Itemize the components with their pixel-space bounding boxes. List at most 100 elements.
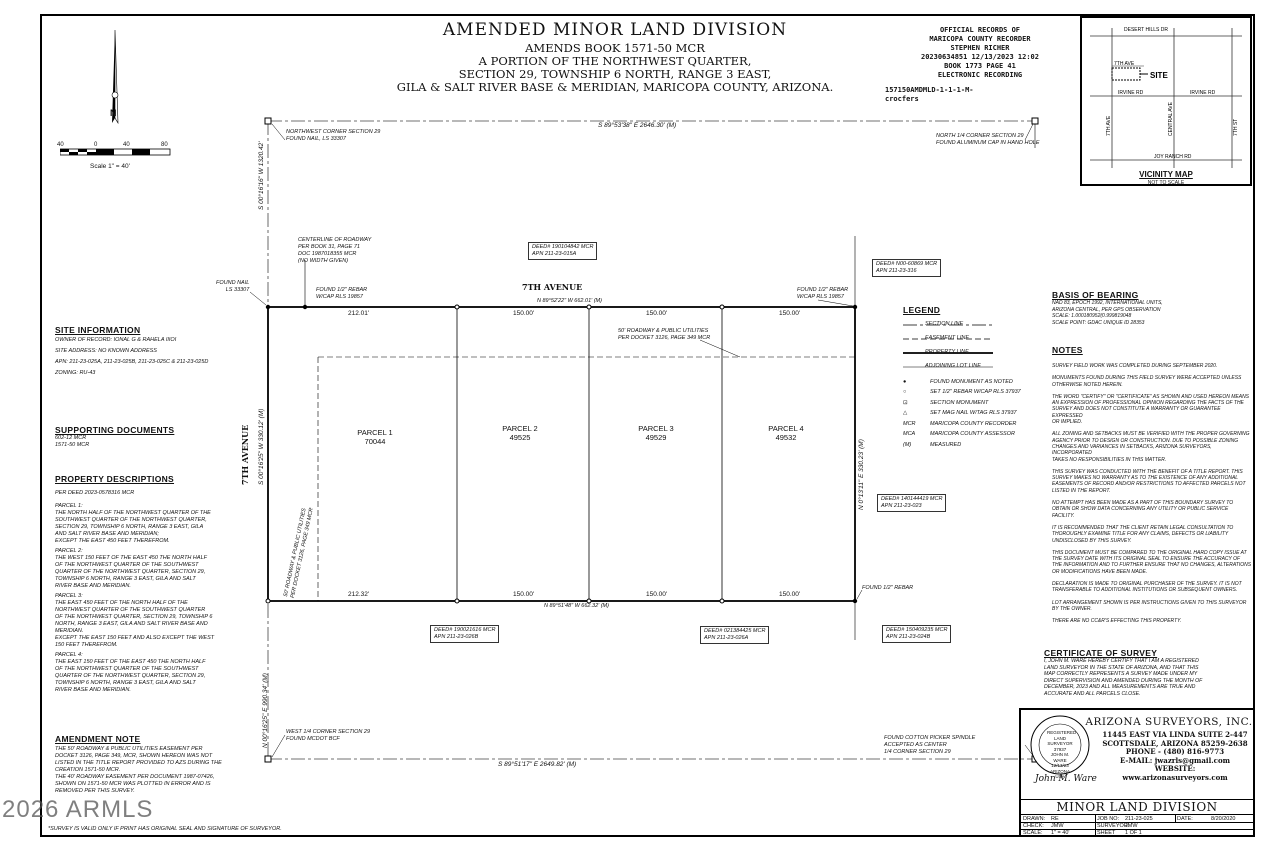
site-apn: APN: 211-23-025A, 211-23-025B, 211-23-02… xyxy=(55,359,209,365)
parcel-area: 70044 xyxy=(364,437,386,446)
surveyor-seal-text: REGISTERED LAND SURVEYOR 37937 JOHN M. W… xyxy=(1047,730,1077,779)
found-rebar-se-note: FOUND 1/2" REBAR xyxy=(862,585,914,591)
note-item: THIS SURVEY WAS CONDUCTED WITH THE BENEF… xyxy=(1052,468,1246,494)
basis-heading: BASIS OF BEARING xyxy=(1052,290,1139,300)
amendment-note: AMENDMENT NOTE THE 50' ROADWAY & PUBLIC … xyxy=(55,734,270,795)
deed-north-box: DEED# 190104842 MCR APN 211-23-015A xyxy=(528,242,598,260)
svg-text:7TH ST: 7TH ST xyxy=(1233,119,1239,136)
notes: NOTES SURVEY FIELD WORK WAS COMPLETED DU… xyxy=(1052,345,1252,625)
recorder-line: 157150AMDMLD-1-1-1-M- xyxy=(885,86,974,94)
job-label: JOB NO: xyxy=(1097,816,1120,822)
site-address: SITE ADDRESS: NO KNOWN ADDRESS xyxy=(55,348,157,354)
basis-of-bearing: BASIS OF BEARING NAD 83, EPOCH 1992, INT… xyxy=(1052,290,1252,326)
dim-bottom-parcel-3: 150.00' xyxy=(646,591,668,598)
svg-text:7TH AVE: 7TH AVE xyxy=(1114,61,1135,67)
parcel-name: PARCEL 2 xyxy=(502,424,538,433)
note-item: THIS DOCUMENT MUST BE COMPARED TO THE OR… xyxy=(1052,549,1252,575)
west-line-bearing-mid: S 00°16'25" W 330.12' (M) xyxy=(258,408,265,485)
dim-bottom-parcel-4: 150.00' xyxy=(779,591,801,598)
legend-symbol-text: SECTION MONUMENT xyxy=(930,399,989,406)
parcel-4-label: PARCEL 4 49532 xyxy=(751,424,821,442)
grid-rule xyxy=(1021,822,1253,823)
site-info-heading: SITE INFORMATION xyxy=(55,325,141,335)
watermark: 2026 ARMLS xyxy=(2,796,154,823)
vicinity-road-label: 7TH ST xyxy=(1233,119,1239,136)
certificate-heading: CERTIFICATE OF SURVEY xyxy=(1044,648,1158,658)
vicinity-map: DESERT HILLS DR 7TH AVE SITE IRVINE RD I… xyxy=(1080,16,1252,186)
svg-text:CENTRAL AVE: CENTRAL AVE xyxy=(1168,101,1174,136)
south-property-bearing: N 89°51'48" W 662.32' (M) xyxy=(544,603,609,609)
scale-bar-icon xyxy=(60,148,171,156)
note-item: DECLARATION IS MADE TO ORIGINAL PURCHASE… xyxy=(1052,581,1242,594)
company-contact: 11445 EAST VIA LINDA SUITE 2-447 SCOTTSD… xyxy=(1097,730,1253,782)
legend-symbol-row: ○ SET 1/2" REBAR W/CAP RLS 37937 xyxy=(903,388,1043,399)
date-label: DATE: xyxy=(1177,816,1193,822)
svg-text:DESERT HILLS DR: DESERT HILLS DR xyxy=(1124,27,1168,33)
legend-symbol-text: MARICOPA COUNTY ASSESSOR xyxy=(930,431,1015,438)
parcel-name: PARCEL 3 xyxy=(638,424,674,433)
parcel-area: 49525 xyxy=(509,433,531,442)
street-label: 7TH AVENUE xyxy=(522,282,583,292)
surveyor-seal-icon xyxy=(1030,715,1090,775)
scale-tick: 40 xyxy=(123,142,130,148)
vicinity-subtitle: NOT TO SCALE xyxy=(1147,180,1185,186)
roadway-easement-note: 50' ROADWAY & PUBLIC UTILITIES PER DOCKE… xyxy=(618,328,711,341)
found-monument-icon: ● xyxy=(903,378,907,385)
parcel-2-description: PARCEL 2: THE WEST 150 FEET OF THE EAST … xyxy=(55,548,207,589)
legend-abbrev: (M) xyxy=(903,441,912,448)
found-rebar-west-note: FOUND 1/2" REBAR W/CAP RLS 19857 xyxy=(316,287,368,300)
deed-northeast-box: DEED# N00-60869 MCR APN 211-23-316 xyxy=(872,259,942,277)
north-arrow-scale xyxy=(60,29,171,156)
west-quarter-corner-note: WEST 1/4 CORNER SECTION 29 FOUND MCDOT B… xyxy=(286,729,371,742)
scale-value-tb: 1" = 40' xyxy=(1051,830,1070,836)
legend-symbol-row: ⊡ SECTION MONUMENT xyxy=(903,398,1043,409)
svg-text:IRVINE RD: IRVINE RD xyxy=(1190,90,1216,96)
bottom-section-bearing: S 89°51'17" E 2649.82' (M) xyxy=(498,761,577,768)
dim-bottom-parcel-2: 150.00' xyxy=(513,591,535,598)
site-zoning: ZONING: RU-43 xyxy=(55,370,96,376)
note-item: ALL ZONING AND SETBACKS MUST BE VERIFIED… xyxy=(1052,431,1250,463)
vicinity-title: VICINITY MAP xyxy=(1139,170,1193,179)
parcel-area: 49529 xyxy=(645,433,667,442)
legend-line-label: SECTION LINE xyxy=(925,321,964,327)
property-descriptions: PROPERTY DESCRIPTIONS PER DEED 2023-0578… xyxy=(55,474,260,694)
deed-south-1-box: DEED# 190021616 MCR APN 211-23-026B xyxy=(430,625,500,643)
supporting-line: 602-12 MCR xyxy=(55,435,87,441)
scale-tick: 40 xyxy=(57,142,64,148)
recorder-line: 20230634851 12/13/2023 12:02 xyxy=(920,53,1039,61)
set-rebar-icon: ○ xyxy=(903,389,907,396)
note-item: LOT ARRANGEMENT SHOWN IS PER INSTRUCTION… xyxy=(1052,599,1247,612)
title-block-grid: DRAWN: RE JOB NO: 211-23-025 DATE: 8/20/… xyxy=(1021,814,1253,836)
legend-symbols: ● FOUND MONUMENT AS NOTED ○ SET 1/2" REB… xyxy=(903,377,1043,451)
property-deed: PER DEED 2023-0578316 MCR xyxy=(55,490,135,496)
svg-text:SITE: SITE xyxy=(1150,71,1168,80)
certificate-body: I, JOHN M. WARE HEREBY CERTIFY THAT I AM… xyxy=(1044,658,1203,697)
legend-symbol-row: △ SET MAG NAIL W/TAG RLS 37937 xyxy=(903,409,1043,420)
found-rebar-east-note: FOUND 1/2" REBAR W/CAP RLS 19857 xyxy=(797,287,849,300)
company-address-2: SCOTTSDALE, ARIZONA 85259-2638 xyxy=(1102,738,1248,748)
parcel-area: 49532 xyxy=(775,433,797,442)
section-monument-icon: ⊡ xyxy=(903,399,908,406)
vicinity-road-label: 7TH AVE xyxy=(1114,61,1135,67)
centerline-note: CENTERLINE OF ROADWAY PER BOOK 31, PAGE … xyxy=(298,237,372,264)
company-address-1: 11445 EAST VIA LINDA SUITE 2-447 xyxy=(1102,730,1248,739)
surveyor-label: SURVEYOR: xyxy=(1097,823,1130,829)
supporting-documents: SUPPORTING DOCUMENTS 602-12 MCR 1571-50 … xyxy=(55,425,255,449)
sheet-border xyxy=(40,14,1255,837)
drawn-value: RE xyxy=(1051,816,1059,822)
company-email: E-MAIL: jwazrls@gmail.com xyxy=(1119,755,1231,765)
drawn-label: DRAWN: xyxy=(1023,816,1046,822)
center-quarter-corner-note: FOUND COTTON PICKER SPINDLE ACCEPTED AS … xyxy=(884,735,976,755)
legend-symbol-row: MCA MARICOPA COUNTY ASSESSOR xyxy=(903,430,1043,441)
dim-top-parcel-1: 212.01' xyxy=(348,310,370,317)
grid-rule xyxy=(1095,815,1096,836)
legend-abbrev: MCR xyxy=(903,420,916,427)
check-label: CHECK: xyxy=(1023,823,1044,829)
vicinity-road-label: 7TH AVE xyxy=(1106,115,1112,136)
parcel-2-label: PARCEL 2 49525 xyxy=(485,424,555,442)
north-quarter-corner-note: NORTH 1/4 CORNER SECTION 29 FOUND ALUMIN… xyxy=(936,133,1040,146)
property-heading: PROPERTY DESCRIPTIONS xyxy=(55,474,175,484)
legend-line-label: PROPERTY LINE xyxy=(925,349,969,355)
vicinity-road-label: IRVINE RD xyxy=(1118,90,1144,96)
recorder-line: BOOK 1773 PAGE 41 xyxy=(944,62,1016,70)
